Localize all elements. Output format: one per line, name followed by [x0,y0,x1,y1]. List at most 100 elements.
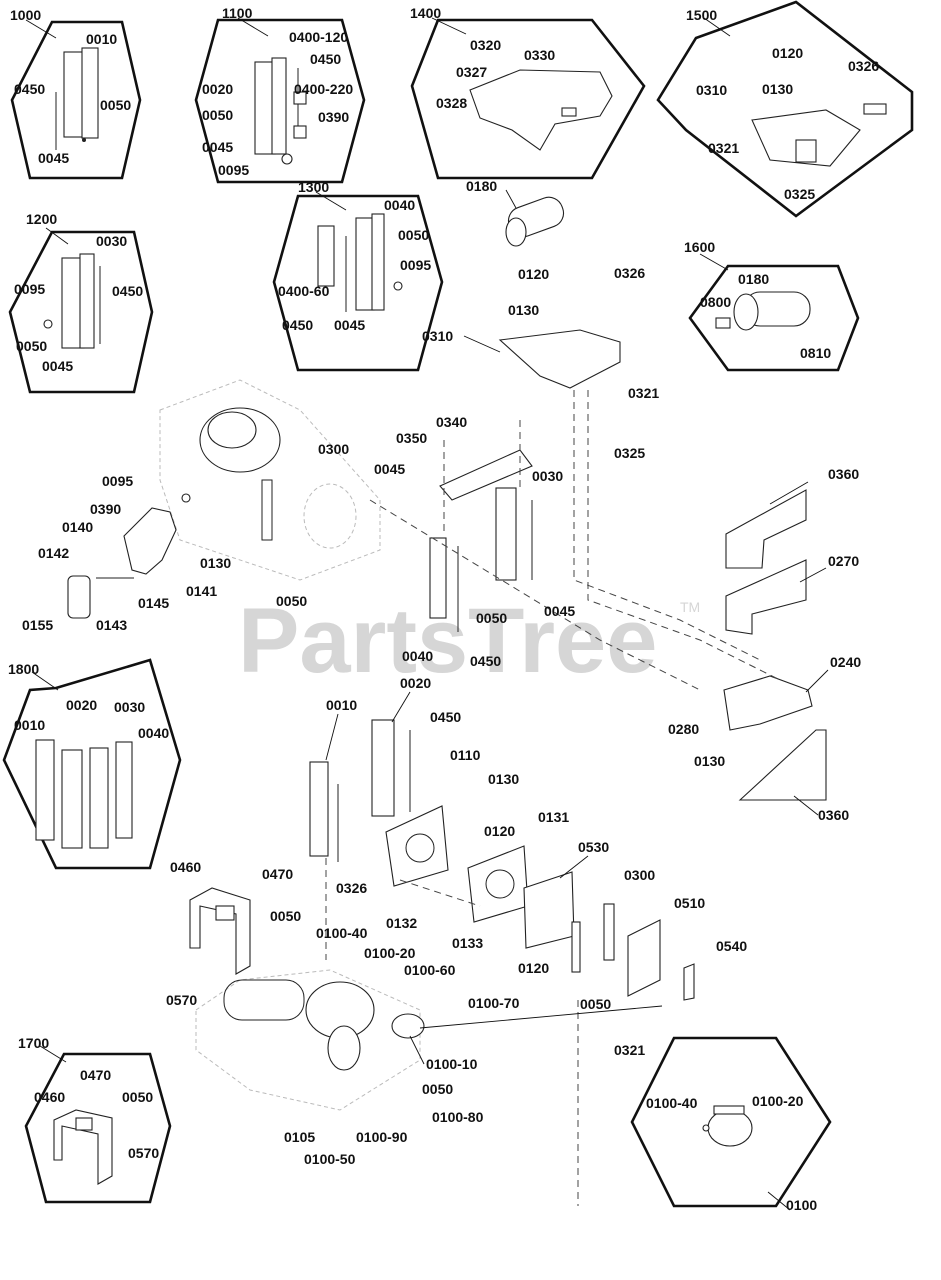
kit-1100-part-0400-220: 0400-220 [294,81,353,97]
label-0100-20: 0100-20 [364,945,416,961]
label-0350: 0350 [396,430,427,446]
label-0133: 0133 [452,935,483,951]
kit-1600-part-0180: 0180 [738,271,769,287]
label-0050-c: 0050 [270,908,301,924]
kit-1800-callout[interactable]: 1800 0010 0020 0030 0040 [2,658,182,870]
label-0142: 0142 [38,545,69,561]
label-0326-b: 0326 [336,880,367,896]
kit-1100-callout[interactable]: 1100 0400-120 0450 0020 0400-220 0050 03… [194,5,366,184]
label-0510: 0510 [674,895,705,911]
label-0010-b: 0010 [326,697,357,713]
kit-1400-part-0330: 0330 [524,47,555,63]
kit-1400-label: 1400 [410,5,441,21]
kit-1000-part-0050: 0050 [100,97,131,113]
label-0100-70: 0100-70 [468,995,520,1011]
label-0132: 0132 [386,915,417,931]
label-0280: 0280 [668,721,699,737]
label-0131: 0131 [538,809,569,825]
kit-0100-callout[interactable]: 0100 0100-40 0100-20 [630,1036,832,1213]
kit-1700-part-0460: 0460 [34,1089,65,1105]
kit-1200-part-0095: 0095 [14,281,45,297]
kit-1400-callout[interactable]: 1400 0320 0330 0327 0328 [410,5,646,180]
label-0105: 0105 [284,1129,315,1145]
label-0240: 0240 [830,654,861,670]
label-0145: 0145 [138,595,169,611]
kit-1800-part-0040: 0040 [138,725,169,741]
label-0141: 0141 [186,583,217,599]
kit-1800-part-0020: 0020 [66,697,97,713]
kit-1500-part-0120: 0120 [772,45,803,61]
kit-1500-part-0326: 0326 [848,58,879,74]
kit-1100-part-0450: 0450 [310,51,341,67]
label-0570: 0570 [166,992,197,1008]
label-0050-b: 0050 [476,610,507,626]
kit-1100-label: 1100 [222,5,253,21]
kit-1500-part-0321: 0321 [708,140,739,156]
label-0450: 0450 [470,653,501,669]
kit-1700-part-0050: 0050 [122,1089,153,1105]
label-0130-d: 0130 [488,771,519,787]
kit-1300-part-0400-60: 0400-60 [278,283,330,299]
label-0120-b: 0120 [484,823,515,839]
label-0040: 0040 [402,648,433,664]
kit-1600-callout[interactable]: 1600 0180 0800 0810 [684,239,860,372]
label-0140: 0140 [62,519,93,535]
lower-assembly [189,719,695,1206]
kit-0100-part-0100-20: 0100-20 [752,1093,804,1109]
label-0460: 0460 [170,859,201,875]
kit-1200-part-0050: 0050 [16,338,47,354]
label-0300-b: 0300 [624,867,655,883]
watermark-text: PartsTree [238,590,657,692]
kit-1300-label: 1300 [298,179,329,195]
kit-0100-part-0100-40: 0100-40 [646,1095,698,1111]
label-0310: 0310 [422,328,453,344]
kit-1200-callout[interactable]: 1200 0030 0095 0450 0050 0045 [8,211,154,394]
kit-1500-part-0130: 0130 [762,81,793,97]
label-0540: 0540 [716,938,747,954]
kit-1400-part-0328: 0328 [436,95,467,111]
kit-1300-callout[interactable]: 1300 0040 0050 0095 0400-60 0450 0045 [272,179,444,372]
label-0110: 0110 [450,747,481,763]
kit-1500-part-0325: 0325 [784,186,815,202]
label-0020-b: 0020 [400,675,431,691]
lower-main-labels: 0010 0020 0450 0110 0130 0120 0131 0326 … [166,675,747,1167]
label-0340: 0340 [436,414,467,430]
label-0100-50: 0100-50 [304,1151,356,1167]
kit-1000-part-0450: 0450 [14,81,45,97]
label-0326: 0326 [614,265,645,281]
label-0100-10: 0100-10 [426,1056,478,1072]
kit-1000-callout[interactable]: 1000 0010 0450 0050 0045 [10,7,142,180]
label-0100-60: 0100-60 [404,962,456,978]
kit-1600-part-0810: 0810 [800,345,831,361]
label-0360-a: 0360 [828,466,859,482]
kit-1800-label: 1800 [8,661,39,677]
kit-1300-part-0050: 0050 [398,227,429,243]
kit-1200-part-0045: 0045 [42,358,73,374]
kit-1100-part-0020: 0020 [202,81,233,97]
kit-1100-part-0045: 0045 [202,139,233,155]
kit-1700-callout[interactable]: 1700 0470 0460 0050 0570 [18,1035,172,1204]
upper-main-labels: 0180 0120 0326 0130 0310 0321 0325 0350 … [22,178,861,823]
label-0321-b: 0321 [614,1042,645,1058]
label-0530: 0530 [578,839,609,855]
kit-1700-part-0470: 0470 [80,1067,111,1083]
kit-1000-part-0010: 0010 [86,31,117,47]
kit-1600-part-0800: 0800 [700,294,731,310]
kit-1400-part-0327: 0327 [456,64,487,80]
kit-1700-part-0570: 0570 [128,1145,159,1161]
label-0321: 0321 [628,385,659,401]
label-0270: 0270 [828,553,859,569]
label-0155: 0155 [22,617,53,633]
upper-assembly [67,196,827,801]
label-0100-80: 0100-80 [432,1109,484,1125]
label-0300: 0300 [318,441,349,457]
label-0180: 0180 [466,178,497,194]
label-0450-b: 0450 [430,709,461,725]
label-0050-d: 0050 [580,996,611,1012]
kit-1500-callout[interactable]: 1500 0120 0326 0310 0130 0321 0325 [656,0,914,218]
kit-1200-part-0450: 0450 [112,283,143,299]
label-0120-c: 0120 [518,960,549,976]
kit-1100-part-0390: 0390 [318,109,349,125]
